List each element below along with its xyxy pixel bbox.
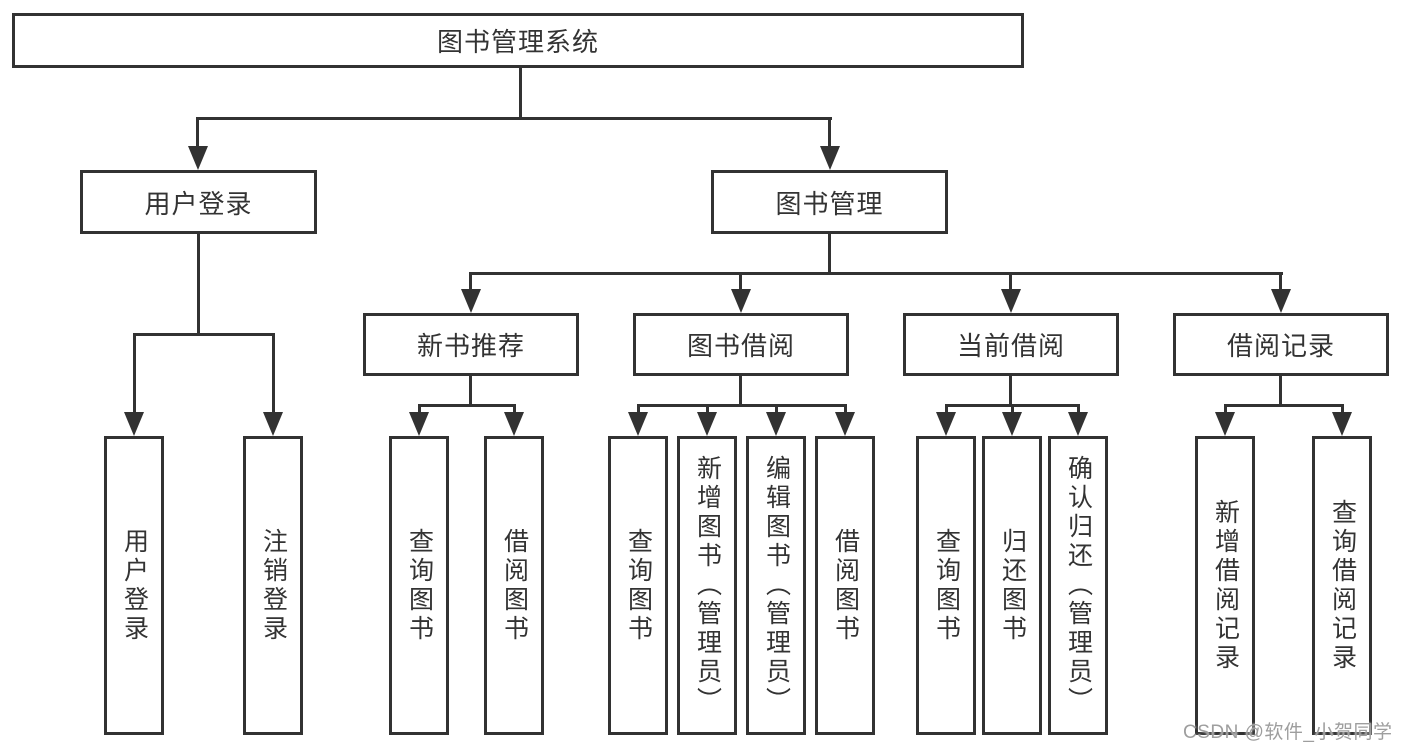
arrow-down-icon [936, 412, 956, 436]
leaf-add-borrow-record: 新增借阅记录 [1195, 436, 1255, 735]
connector-line [1279, 272, 1282, 292]
leaf-confirm-return-admin: 确认归还（管理员） [1048, 436, 1108, 735]
leaf-add-book-admin-label: 新增图书（管理员） [693, 455, 722, 716]
connector-line [637, 404, 640, 414]
arrow-down-icon [461, 289, 481, 313]
arrow-down-icon [697, 412, 717, 436]
connector-line [1009, 272, 1012, 292]
node-new-book-recommend-label: 新书推荐 [416, 331, 525, 361]
connector-line [828, 234, 831, 275]
connector-line [1224, 404, 1344, 407]
arrow-down-icon [1332, 412, 1352, 436]
node-book-borrow-label: 图书借阅 [686, 331, 795, 361]
leaf-query-books-recommend: 查询图书 [389, 436, 449, 735]
connector-line [418, 404, 421, 414]
connector-line [1011, 404, 1014, 414]
leaf-query-borrow-record-label: 查询借阅记录 [1328, 498, 1357, 673]
leaf-logout-label: 注销登录 [259, 527, 288, 644]
arrow-down-icon [409, 412, 429, 436]
connector-line [844, 404, 847, 414]
connector-line [469, 376, 472, 407]
arrow-down-icon [504, 412, 524, 436]
leaf-borrow-books: 借阅图书 [815, 436, 875, 735]
leaf-user-login: 用户登录 [104, 436, 164, 735]
connector-line [1009, 376, 1012, 407]
connector-line [272, 333, 275, 413]
connector-line [828, 117, 831, 150]
arrow-down-icon [263, 412, 283, 436]
leaf-confirm-return-admin-label: 确认归还（管理员） [1064, 455, 1093, 716]
connector-line [637, 404, 847, 407]
connector-line [133, 333, 275, 336]
connector-line [197, 234, 200, 336]
node-book-borrow: 图书借阅 [633, 313, 849, 376]
connector-line [1341, 404, 1344, 414]
leaf-add-borrow-record-label: 新增借阅记录 [1211, 498, 1240, 673]
arrow-down-icon [1271, 289, 1291, 313]
leaf-return-book-label: 归还图书 [998, 527, 1027, 644]
connector-line [775, 404, 778, 414]
arrow-down-icon [1215, 412, 1235, 436]
connector-line [469, 272, 472, 292]
node-library-system-label: 图书管理系统 [436, 27, 599, 57]
connector-line [1224, 404, 1227, 414]
connector-line [945, 404, 948, 414]
leaf-user-login-label: 用户登录 [120, 527, 149, 644]
node-book-management-label: 图书管理 [775, 188, 884, 219]
node-borrow-record: 借阅记录 [1173, 313, 1389, 376]
node-user-login-label: 用户登录 [144, 188, 253, 219]
node-borrow-record-label: 借阅记录 [1226, 331, 1335, 361]
leaf-logout: 注销登录 [243, 436, 303, 735]
leaf-borrow-books-recommend: 借阅图书 [484, 436, 544, 735]
leaf-add-book-admin: 新增图书（管理员） [677, 436, 737, 735]
leaf-query-books-recommend-label: 查询图书 [405, 527, 434, 644]
csdn-watermark: CSDN @软件_小贺同学 [1183, 722, 1393, 743]
leaf-edit-book-admin-label: 编辑图书（管理员） [762, 455, 791, 716]
leaf-edit-book-admin: 编辑图书（管理员） [746, 436, 806, 735]
connector-line [196, 117, 199, 150]
arrow-down-icon [188, 146, 208, 170]
connector-line [513, 404, 516, 414]
leaf-borrow-books-recommend-label: 借阅图书 [500, 527, 529, 644]
node-user-login: 用户登录 [80, 170, 317, 234]
arrow-down-icon [1001, 289, 1021, 313]
connector-line [469, 272, 1283, 275]
arrow-down-icon [835, 412, 855, 436]
leaf-query-books-borrow: 查询图书 [608, 436, 668, 735]
leaf-query-books-current-label: 查询图书 [932, 527, 961, 644]
node-new-book-recommend: 新书推荐 [363, 313, 579, 376]
leaf-query-borrow-record: 查询借阅记录 [1312, 436, 1372, 735]
connector-line [133, 333, 136, 413]
arrow-down-icon [1068, 412, 1088, 436]
arrow-down-icon [628, 412, 648, 436]
connector-line [739, 376, 742, 407]
leaf-query-books-borrow-label: 查询图书 [624, 527, 653, 644]
arrow-down-icon [820, 146, 840, 170]
node-library-system: 图书管理系统 [12, 13, 1024, 68]
arrow-down-icon [1002, 412, 1022, 436]
arrow-down-icon [731, 289, 751, 313]
node-current-borrow-label: 当前借阅 [956, 331, 1065, 361]
arrow-down-icon [766, 412, 786, 436]
connector-line [418, 404, 516, 407]
connector-line [1279, 376, 1282, 407]
leaf-borrow-books-label: 借阅图书 [831, 527, 860, 644]
node-book-management: 图书管理 [711, 170, 948, 234]
connector-line [519, 68, 522, 119]
leaf-return-book: 归还图书 [982, 436, 1042, 735]
connector-line [196, 117, 832, 120]
node-current-borrow: 当前借阅 [903, 313, 1119, 376]
arrow-down-icon [124, 412, 144, 436]
connector-line [1077, 404, 1080, 414]
connector-line [706, 404, 709, 414]
connector-line [739, 272, 742, 292]
leaf-query-books-current: 查询图书 [916, 436, 976, 735]
